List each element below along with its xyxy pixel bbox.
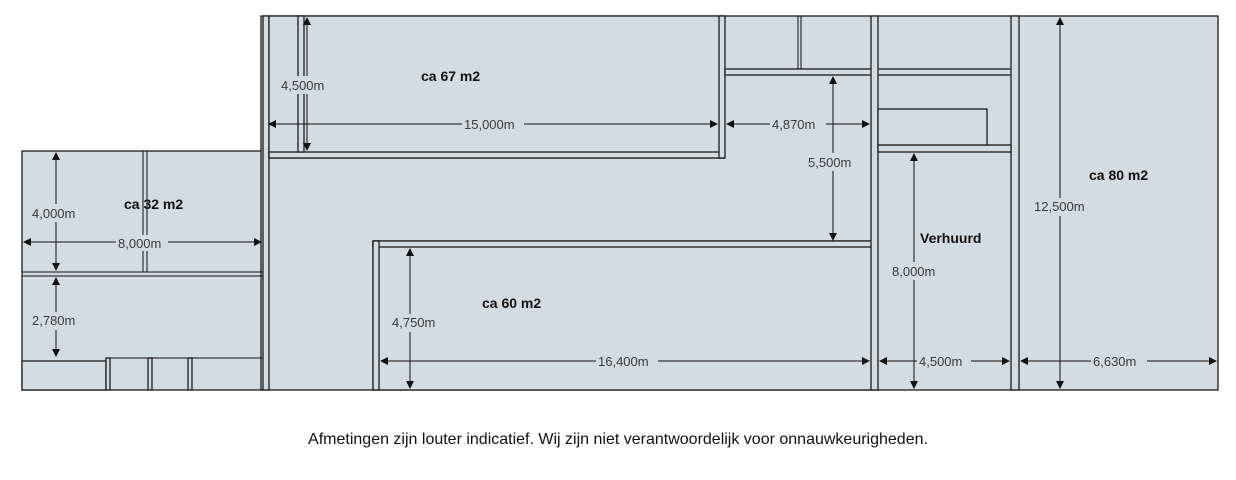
dim-15000: 15,000m	[464, 117, 515, 132]
dim-4000: 4,000m	[32, 206, 75, 221]
wall-67-right	[718, 15, 726, 159]
small-room-4	[187, 357, 193, 391]
dim-8000-h: 8,000m	[118, 236, 161, 251]
small-room-3	[147, 357, 153, 391]
wall-60-left	[372, 240, 380, 391]
small-box-right	[877, 108, 988, 146]
dim-2780: 2,780m	[32, 313, 75, 328]
dim-4870: 4,870m	[772, 117, 815, 132]
dim-6630: 6,630m	[1093, 354, 1136, 369]
floor-plan: 4,500m 15,000m 4,870m 5,500m 4,000m 8,00…	[21, 15, 1219, 391]
wall-main-left	[262, 15, 270, 391]
area-label-32: ca 32 m2	[124, 196, 183, 212]
wall-col-1	[870, 15, 879, 391]
disclaimer: Afmetingen zijn louter indicatief. Wij z…	[308, 431, 928, 448]
dim-5500: 5,500m	[808, 155, 851, 170]
area-label-67: ca 67 m2	[421, 68, 480, 84]
dim-8000-v: 8,000m	[892, 264, 935, 279]
small-room-2	[105, 357, 111, 391]
dim-12500: 12,500m	[1034, 199, 1085, 214]
dim-4500-top: 4,500m	[281, 78, 324, 93]
wall-col-2	[1010, 15, 1020, 391]
dim-16400: 16,400m	[598, 354, 649, 369]
area-label-60: ca 60 m2	[482, 295, 541, 311]
area-label-rented: Verhuurd	[920, 230, 981, 246]
wall-verhuurd-top	[877, 144, 1012, 153]
room-67	[268, 15, 725, 159]
wall-60-top	[372, 240, 874, 248]
wall-top-cells	[724, 68, 1013, 76]
dim-4750: 4,750m	[392, 315, 435, 330]
small-room-1	[21, 360, 107, 391]
dim-4500-bottom: 4,500m	[919, 354, 962, 369]
wall-67-bottom	[268, 151, 725, 159]
area-label-80: ca 80 m2	[1089, 167, 1148, 183]
